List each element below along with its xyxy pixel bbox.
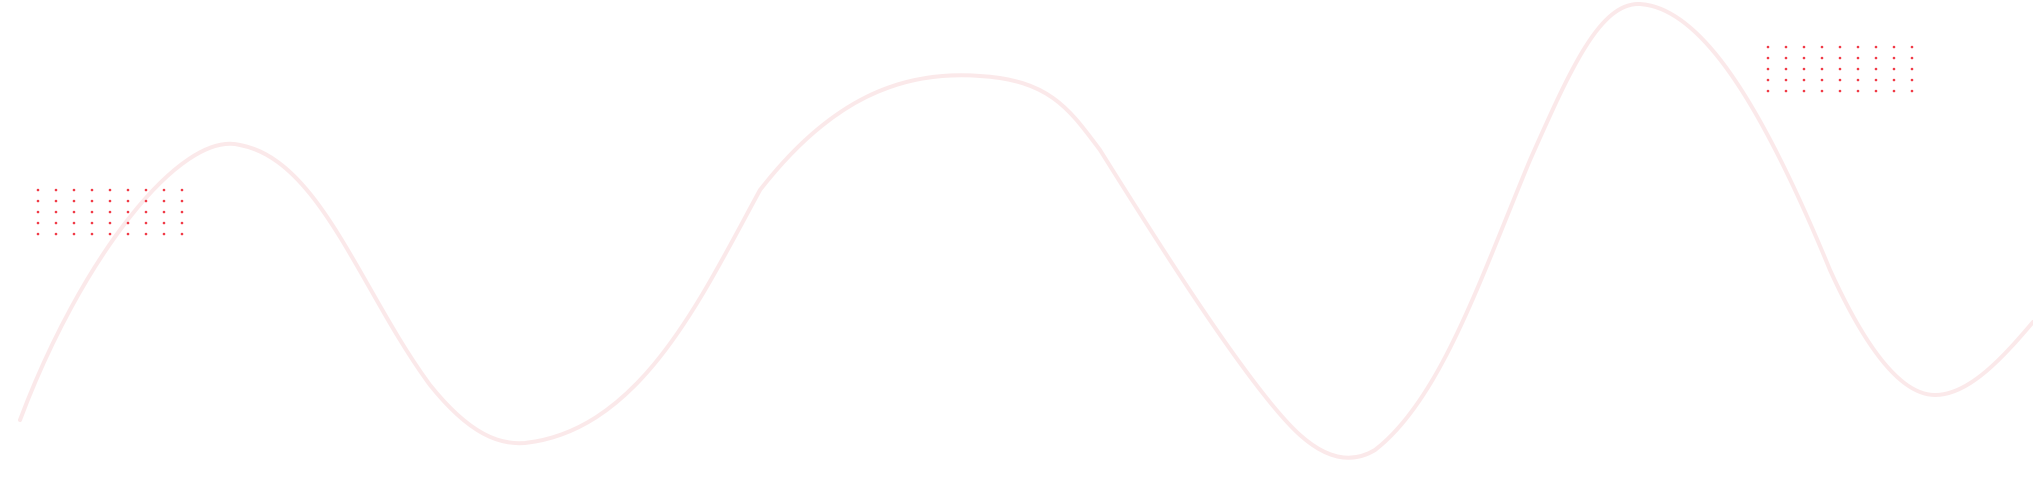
dot-grid-right-svg: [1766, 45, 1914, 93]
dot-grid-right: [1764, 43, 1916, 95]
wave-path: [18, 1, 2033, 460]
dot-grid-left: [34, 186, 186, 238]
dot-grid-left-svg: [36, 188, 184, 236]
